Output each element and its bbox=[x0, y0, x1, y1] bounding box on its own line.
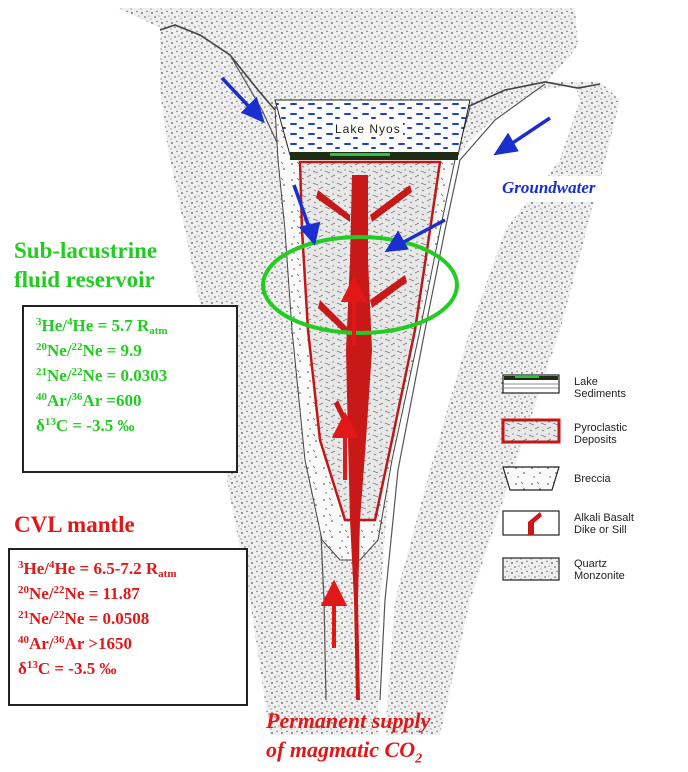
legend-swatch-lake-sediments bbox=[503, 375, 559, 393]
supply-caption-line1: Permanent supply bbox=[266, 708, 430, 734]
groundwater-label: Groundwater bbox=[502, 178, 596, 198]
mantle-ar-ratio: 40Ar/36Ar >1650 bbox=[18, 631, 246, 656]
supply-caption-line2: of magmatic CO2 bbox=[266, 737, 422, 767]
lake-label: Lake Nyos bbox=[333, 122, 403, 136]
mantle-title: CVL mantle bbox=[14, 512, 135, 538]
reservoir-he-ratio: 3He/4He = 5.7 Ratm bbox=[36, 313, 236, 338]
legend-label-lake-sediments: LakeSediments bbox=[574, 376, 626, 400]
blank-area bbox=[485, 640, 685, 772]
reservoir-title-line2: fluid reservoir bbox=[14, 267, 155, 293]
reservoir-ar-ratio: 40Ar/36Ar =600 bbox=[36, 388, 236, 413]
reservoir-carbon-isotope: δ13C = -3.5 ‰ bbox=[36, 413, 236, 438]
legend-swatch-breccia bbox=[503, 467, 559, 490]
arrow-icon bbox=[508, 118, 550, 146]
lake-sediment-green bbox=[330, 153, 390, 156]
blank-area-left bbox=[0, 0, 118, 250]
reservoir-ne21-ratio: 21Ne/22Ne = 0.0303 bbox=[36, 363, 236, 388]
mantle-ne20-ratio: 20Ne/22Ne = 11.87 bbox=[18, 581, 246, 606]
legend-swatch-basalt bbox=[503, 511, 559, 535]
legend-label-quartz-monzonite: QuartzMonzonite bbox=[574, 558, 625, 582]
arrow-icon bbox=[497, 136, 516, 153]
legend-swatch-quartz-monzonite bbox=[503, 558, 559, 580]
mantle-isotope-box: 3He/4He = 6.5-7.2 Ratm 20Ne/22Ne = 11.87… bbox=[8, 548, 248, 706]
mantle-carbon-isotope: δ13C = -3.5 ‰ bbox=[18, 656, 246, 681]
reservoir-ne20-ratio: 20Ne/22Ne = 9.9 bbox=[36, 338, 236, 363]
legend-swatch-pyroclastic bbox=[503, 420, 559, 442]
reservoir-isotope-box: 3He/4He = 5.7 Ratm 20Ne/22Ne = 9.9 21Ne/… bbox=[22, 305, 238, 473]
mantle-he-ratio: 3He/4He = 6.5-7.2 Ratm bbox=[18, 556, 246, 581]
legend-label-pyroclastic: PyroclasticDeposits bbox=[574, 422, 627, 446]
legend-label-breccia: Breccia bbox=[574, 473, 611, 485]
reservoir-title-line1: Sub-lacustrine bbox=[14, 238, 157, 264]
legend-label-basalt: Alkali BasaltDike or Sill bbox=[574, 512, 634, 536]
mantle-ne21-ratio: 21Ne/22Ne = 0.0508 bbox=[18, 606, 246, 631]
